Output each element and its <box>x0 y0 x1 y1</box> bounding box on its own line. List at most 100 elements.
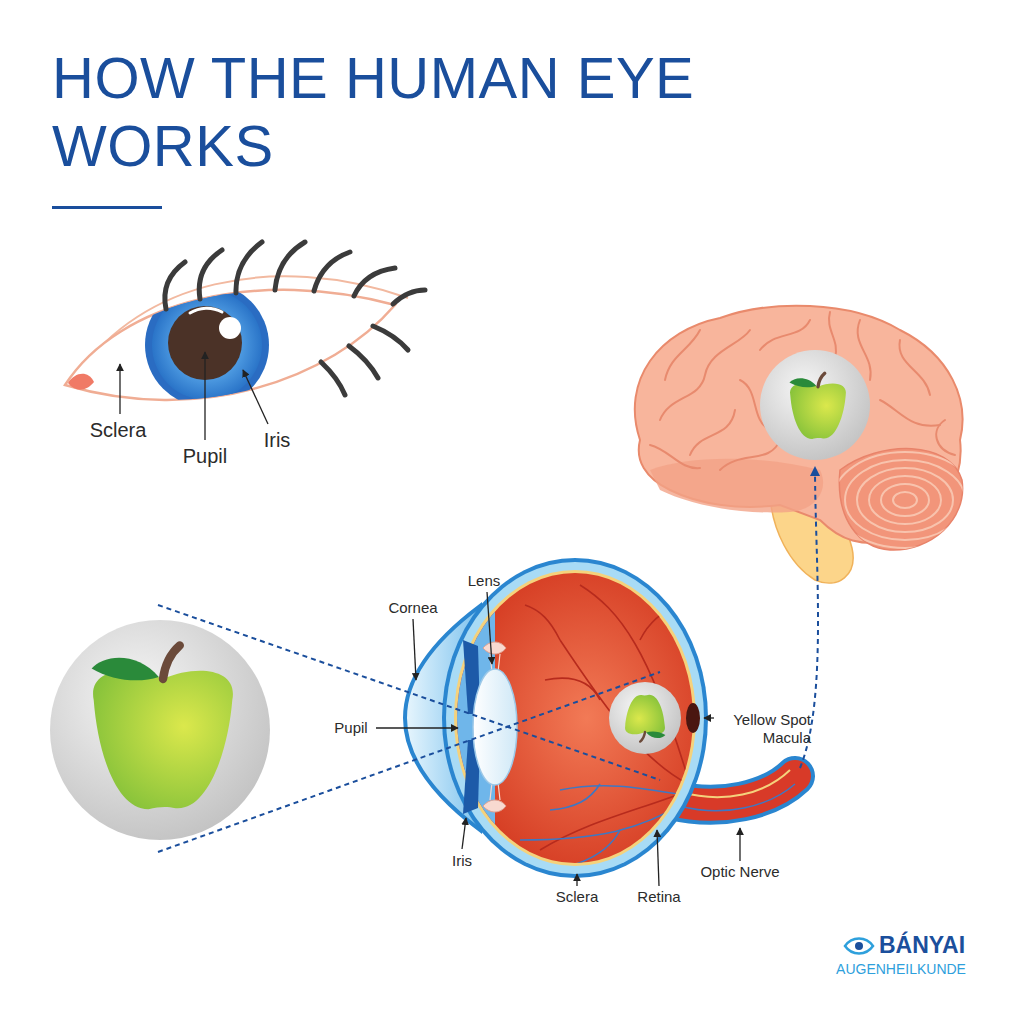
eyelashes <box>199 250 222 299</box>
eyelashes <box>165 242 425 395</box>
brain-folds <box>899 340 930 395</box>
blood-vessels <box>525 585 690 850</box>
veins <box>570 830 620 866</box>
temporal-lobe <box>650 459 823 513</box>
inverted-apple <box>625 695 665 742</box>
blood-vessels <box>640 605 680 640</box>
label-holder: Lens <box>468 572 501 590</box>
eyelashes <box>373 326 408 350</box>
leader-lines <box>204 352 205 440</box>
brain-folds <box>650 445 700 468</box>
brain-folds <box>720 440 780 470</box>
part-label: Cornea <box>388 599 437 617</box>
label-holder: BÁNYAI <box>879 932 965 960</box>
label-holder: Cornea <box>388 599 437 617</box>
logo-icon <box>845 939 873 954</box>
brain-folds <box>690 410 735 455</box>
label-holder: Retina <box>637 888 680 906</box>
eye-front-view <box>65 242 425 407</box>
apple <box>92 645 233 809</box>
apple-image <box>789 373 846 439</box>
macula-spot <box>686 703 700 733</box>
ciliary-body <box>483 800 506 812</box>
leader-lines <box>739 828 740 861</box>
title-rule <box>52 206 162 209</box>
part-label: Retina <box>637 888 680 906</box>
retina-band <box>454 570 696 866</box>
eyelashes <box>349 346 378 378</box>
leader-lines <box>119 364 120 414</box>
label-holder: Iris <box>452 852 472 870</box>
brain-folds <box>829 312 836 358</box>
brain-image-inset <box>760 350 870 460</box>
title: HOW THE HUMAN EYE WORKS <box>52 44 772 180</box>
iris <box>152 290 262 400</box>
eyelashes <box>314 252 350 291</box>
brain-folds <box>665 330 700 380</box>
label-holder: Pupil <box>183 444 227 468</box>
cerebellum-folds <box>869 476 941 524</box>
object-inset <box>50 620 270 840</box>
brain-folds <box>936 420 955 455</box>
leader-lines <box>376 592 740 886</box>
brain <box>635 306 977 583</box>
label-holder: Yellow Spot Macula <box>719 711 811 747</box>
part-label: Iris <box>264 428 291 452</box>
eyelashes <box>275 242 305 290</box>
title-block: HOW THE HUMAN EYE WORKS <box>52 44 772 180</box>
leader-lines <box>462 818 466 849</box>
cerebellum-folds <box>893 492 917 508</box>
leader-lines <box>487 592 492 664</box>
part-label: Pupil <box>183 444 227 468</box>
eyelashes <box>165 262 185 309</box>
cerebellum-folds <box>833 452 977 548</box>
nerve-fibre <box>680 784 795 811</box>
brain-folds <box>760 320 810 350</box>
eyelashes <box>236 242 262 293</box>
logo-name: BÁNYAI <box>879 932 965 960</box>
eyelashes <box>354 268 395 296</box>
blood-vessels <box>540 790 690 850</box>
caruncle <box>68 374 94 390</box>
label-holder: Sclera <box>556 888 599 906</box>
label-holder: Pupil <box>334 719 367 737</box>
blood-vessels <box>560 640 690 785</box>
leader-lines <box>376 727 458 728</box>
leader-lines <box>243 370 268 424</box>
eyelashes <box>321 362 345 395</box>
label-holder: Optic Nerve <box>700 863 779 881</box>
part-label: Sclera <box>556 888 599 906</box>
object <box>50 620 270 840</box>
veins <box>560 786 690 796</box>
inner-eye <box>440 560 690 880</box>
light-rays <box>158 605 660 780</box>
leader-lines <box>576 874 577 886</box>
light-rays <box>158 605 660 852</box>
cerebellum-folds <box>857 468 953 532</box>
leader-lines <box>413 619 416 680</box>
light-rays <box>158 672 660 852</box>
ciliary-body <box>483 642 506 654</box>
eyelashes <box>393 290 425 304</box>
logo-icon <box>855 942 863 950</box>
highlight <box>219 317 241 339</box>
veins <box>520 800 690 840</box>
leader-lines <box>704 717 714 718</box>
logo-subtitle: AUGENHEILKUNDE <box>836 961 966 978</box>
part-label: Pupil <box>334 719 367 737</box>
retina-image-inset <box>609 682 681 754</box>
blood-vessels <box>580 585 690 785</box>
part-label: Yellow Spot Macula <box>719 711 811 747</box>
brain-folds <box>858 320 871 380</box>
part-label: Iris <box>452 852 472 870</box>
label-holder: AUGENHEILKUNDE <box>836 961 966 978</box>
part-label: Lens <box>468 572 501 590</box>
logo-icon <box>845 939 873 954</box>
blood-vessels <box>525 605 560 640</box>
part-label: Optic Nerve <box>700 863 779 881</box>
leader-lines <box>657 830 659 886</box>
brain-folds <box>660 330 750 420</box>
label-holder: Sclera <box>90 418 147 442</box>
brain-folds <box>880 400 940 426</box>
